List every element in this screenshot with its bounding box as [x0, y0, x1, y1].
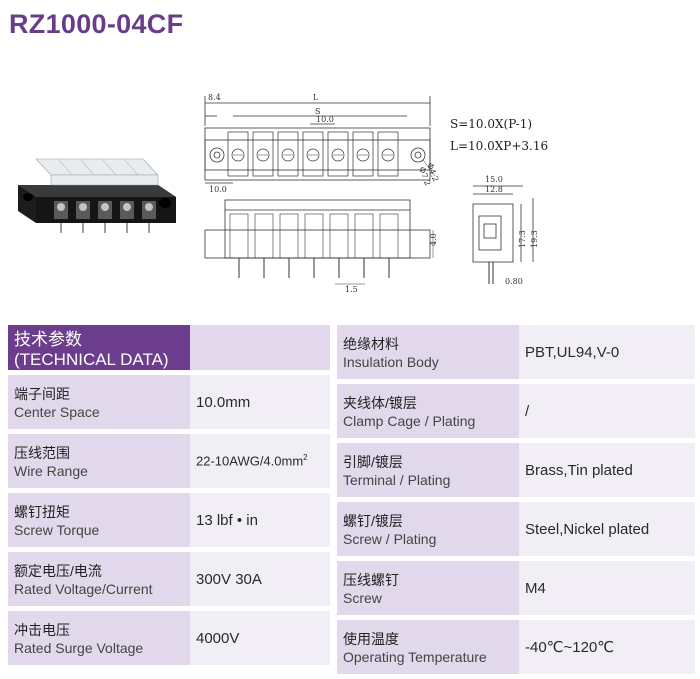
technical-drawing: 8.4 L S 10.0 10.0 Φ4.2 Φ7.2 S=10.0X(P-1)… — [204, 93, 548, 293]
dim-10-0-left: 10.0 — [209, 185, 227, 194]
spec-value: 10.0mm — [190, 375, 330, 429]
spec-value: / — [519, 384, 695, 438]
spec-value: M4 — [519, 561, 695, 615]
dim-10-0-top: 10.0 — [316, 115, 334, 124]
product-title: RZ1000-04CF — [9, 9, 184, 39]
dim-0-80: 0.80 — [505, 277, 523, 286]
spec-value: 4000V — [190, 611, 330, 665]
spec-value: Brass,Tin plated — [519, 443, 695, 497]
spec-header: 技术参数(TECHNICAL DATA) — [8, 325, 190, 370]
dim-8-4: 8.4 — [208, 93, 221, 102]
spec-value: PBT,UL94,V-0 — [519, 325, 695, 379]
spec-value: -40℃~120℃ — [519, 620, 695, 674]
dim-L: L — [313, 93, 319, 102]
dim-15-0: 15.0 — [485, 175, 503, 184]
dim-4-0: 4.0 — [429, 233, 438, 246]
dim-1-5: 1.5 — [345, 285, 358, 293]
product-photo — [18, 158, 176, 233]
dim-19-3: 19.3 — [530, 230, 539, 248]
formula-s: S=10.0X(P-1) — [450, 117, 532, 131]
spec-value: Steel,Nickel plated — [519, 502, 695, 556]
dim-17-3: 17.3 — [518, 230, 527, 248]
dim-S: S — [315, 107, 320, 116]
spec-value: 13 lbf • in — [190, 493, 330, 547]
spec-value: 22-10AWG/4.0mm2 — [190, 434, 330, 488]
spec-header-fill — [190, 325, 330, 370]
dim-12-8: 12.8 — [485, 185, 503, 194]
spec-value: 300V 30A — [190, 552, 330, 606]
formula-l: L=10.0XP+3.16 — [450, 139, 548, 153]
